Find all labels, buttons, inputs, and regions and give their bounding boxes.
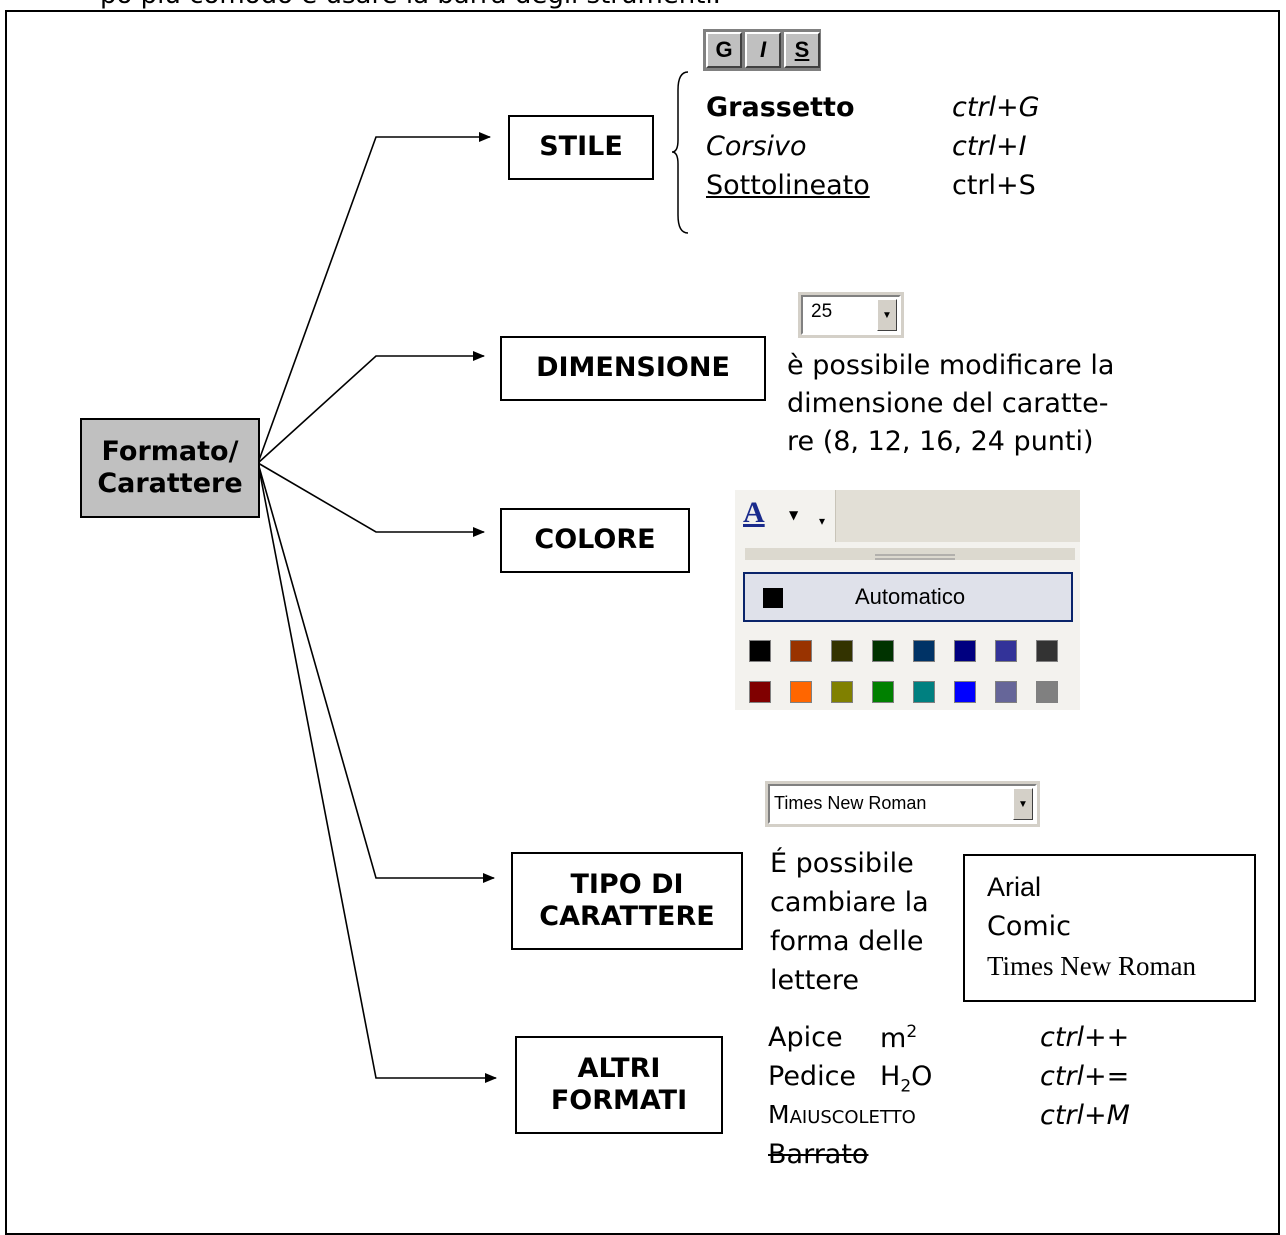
node-tipo-line2: CARATTERE xyxy=(539,901,715,932)
font-examples-box: Arial Comic Times New Roman xyxy=(963,854,1256,1002)
italic-button[interactable]: I xyxy=(745,32,781,68)
connector-colore xyxy=(257,462,485,537)
altri-barrato-label: Barrato xyxy=(768,1139,869,1170)
font-family-value: Times New Roman xyxy=(774,793,927,813)
root-node: Formato/Carattere xyxy=(80,418,260,518)
tipo-text-3: forma delle xyxy=(770,926,924,957)
node-dimensione: DIMENSIONE xyxy=(500,336,766,401)
color-picker: A ▼ ▾ Automatico xyxy=(735,490,1080,710)
altri-maiuscoletto-shortcut: ctrl+M xyxy=(1040,1100,1130,1131)
altri-apice-shortcut: ctrl++ xyxy=(1040,1022,1130,1053)
automatic-color-button[interactable]: Automatico xyxy=(743,572,1073,622)
font-example-times: Times New Roman xyxy=(987,951,1197,981)
stile-italic-label: Corsivo xyxy=(706,131,807,162)
dimensione-text-1: è possibile modificare la xyxy=(787,350,1115,381)
automatic-swatch xyxy=(763,588,783,608)
automatic-label: Automatico xyxy=(855,584,966,609)
chevron-down-icon[interactable]: ▼ xyxy=(789,508,799,522)
stile-bold-label: Grassetto xyxy=(706,92,855,123)
altri-apice-label: Apice xyxy=(768,1022,843,1053)
color-swatch[interactable] xyxy=(872,681,894,703)
color-swatch[interactable] xyxy=(831,681,853,703)
brace-icon xyxy=(671,71,689,234)
connector-stile xyxy=(257,132,491,464)
toolbar-options-icon[interactable]: ▾ xyxy=(819,514,826,528)
color-swatch[interactable] xyxy=(872,640,894,662)
font-family-select[interactable]: Times New Roman ▼ xyxy=(768,784,1037,824)
color-swatch[interactable] xyxy=(1036,640,1058,662)
altri-pedice-example: H2O xyxy=(880,1061,932,1096)
color-swatch[interactable] xyxy=(995,681,1017,703)
chevron-down-icon[interactable]: ▼ xyxy=(877,299,897,331)
altri-maiuscoletto-label: Maiuscoletto xyxy=(768,1100,916,1129)
drag-handle[interactable] xyxy=(745,548,1075,560)
tipo-text-4: lettere xyxy=(770,965,860,996)
font-color-icon: A xyxy=(743,496,765,529)
chevron-down-icon[interactable]: ▼ xyxy=(1013,788,1033,820)
stile-bold-shortcut: ctrl+G xyxy=(952,92,1040,123)
apice-base: m xyxy=(880,1023,907,1054)
font-example-arial: Arial xyxy=(987,872,1042,902)
color-swatch[interactable] xyxy=(790,681,812,703)
apice-sup: 2 xyxy=(906,1022,918,1042)
pedice-sub: 2 xyxy=(900,1076,912,1097)
node-colore: COLORE xyxy=(500,508,690,573)
color-swatch[interactable] xyxy=(831,640,853,662)
stile-underline-label: Sottolineato xyxy=(706,170,870,201)
connector-altri xyxy=(257,462,497,1083)
node-altri-line2: FORMATI xyxy=(550,1085,688,1116)
root-line1: Formato/ xyxy=(101,435,239,467)
altri-pedice-label: Pedice xyxy=(768,1061,857,1092)
connector-tipo xyxy=(257,462,495,883)
font-color-button[interactable]: A ▼ ▾ xyxy=(735,490,836,542)
dimensione-text-3: re (8, 12, 16, 24 punti) xyxy=(787,426,1094,457)
color-swatch[interactable] xyxy=(995,640,1017,662)
connector-dimensione xyxy=(257,351,485,464)
color-swatch[interactable] xyxy=(913,640,935,662)
node-stile: STILE xyxy=(508,115,654,180)
color-swatch[interactable] xyxy=(749,681,771,703)
top-caption: po più comodo è usare la barra degli str… xyxy=(100,0,721,10)
tipo-text-2: cambiare la xyxy=(770,887,929,918)
node-colore-label: COLORE xyxy=(534,524,656,556)
altri-apice-example: m2 xyxy=(880,1022,917,1054)
font-example-comic: Comic xyxy=(987,911,1072,942)
node-dimensione-label: DIMENSIONE xyxy=(536,352,730,384)
font-size-select[interactable]: 25 ▼ xyxy=(801,295,901,335)
color-swatch[interactable] xyxy=(913,681,935,703)
font-size-value: 25 xyxy=(811,301,833,322)
color-swatch[interactable] xyxy=(790,640,812,662)
color-swatch[interactable] xyxy=(1036,681,1058,703)
node-stile-label: STILE xyxy=(539,131,623,163)
node-altri-line1: ALTRI xyxy=(577,1052,661,1084)
stile-italic-shortcut: ctrl+I xyxy=(952,131,1027,162)
root-line2: Carattere xyxy=(97,468,243,499)
bold-button[interactable]: G xyxy=(706,32,742,68)
stile-underline-shortcut: ctrl+S xyxy=(952,170,1036,201)
pedice-post: O xyxy=(911,1061,933,1092)
node-tipo-line1: TIPO DI xyxy=(570,868,684,900)
altri-pedice-shortcut: ctrl+= xyxy=(1040,1061,1130,1092)
color-swatch[interactable] xyxy=(749,640,771,662)
color-swatch[interactable] xyxy=(954,681,976,703)
dimensione-text-2: dimensione del caratte- xyxy=(787,388,1109,419)
underline-button[interactable]: S xyxy=(784,32,820,68)
pedice-pre: H xyxy=(880,1061,901,1092)
color-swatch[interactable] xyxy=(954,640,976,662)
tipo-text-1: É possibile xyxy=(770,848,914,879)
